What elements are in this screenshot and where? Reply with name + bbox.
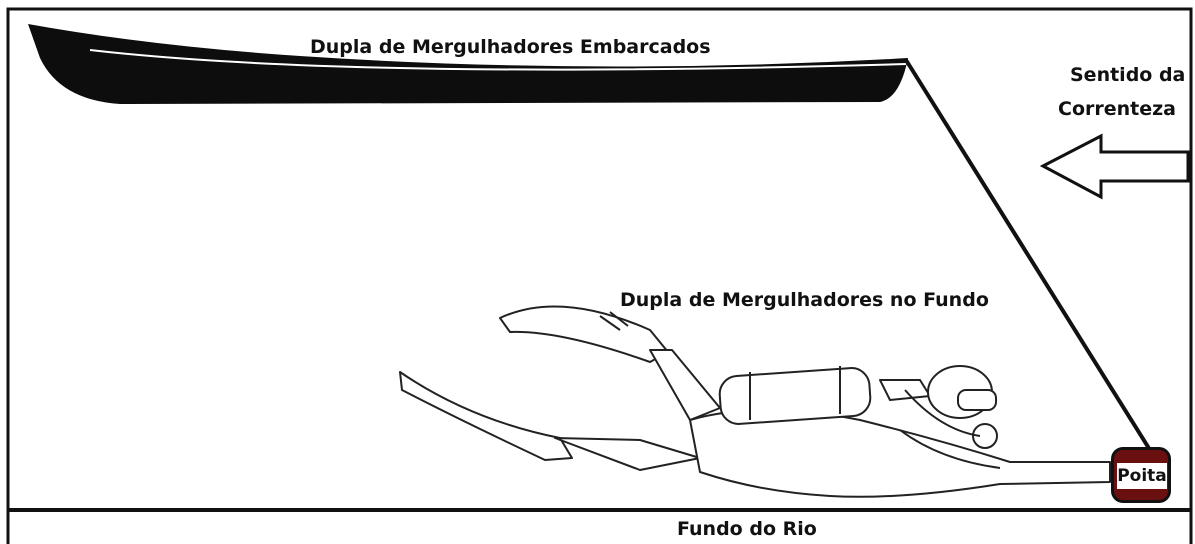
current-label-line2: Correnteza (1058, 98, 1176, 120)
canoe-icon (28, 24, 908, 104)
current-label-line1: Sentido da (1070, 64, 1186, 86)
anchor-label: Poita (1117, 463, 1167, 489)
diver-label: Dupla de Mergulhadores no Fundo (620, 289, 989, 311)
riverbed-label: Fundo do Rio (677, 518, 817, 540)
left-arrow-icon (1039, 133, 1190, 200)
boat-label: Dupla de Mergulhadores Embarcados (310, 36, 711, 58)
scuba-diver-icon (399, 305, 1111, 498)
anchor-rope (904, 58, 1152, 452)
